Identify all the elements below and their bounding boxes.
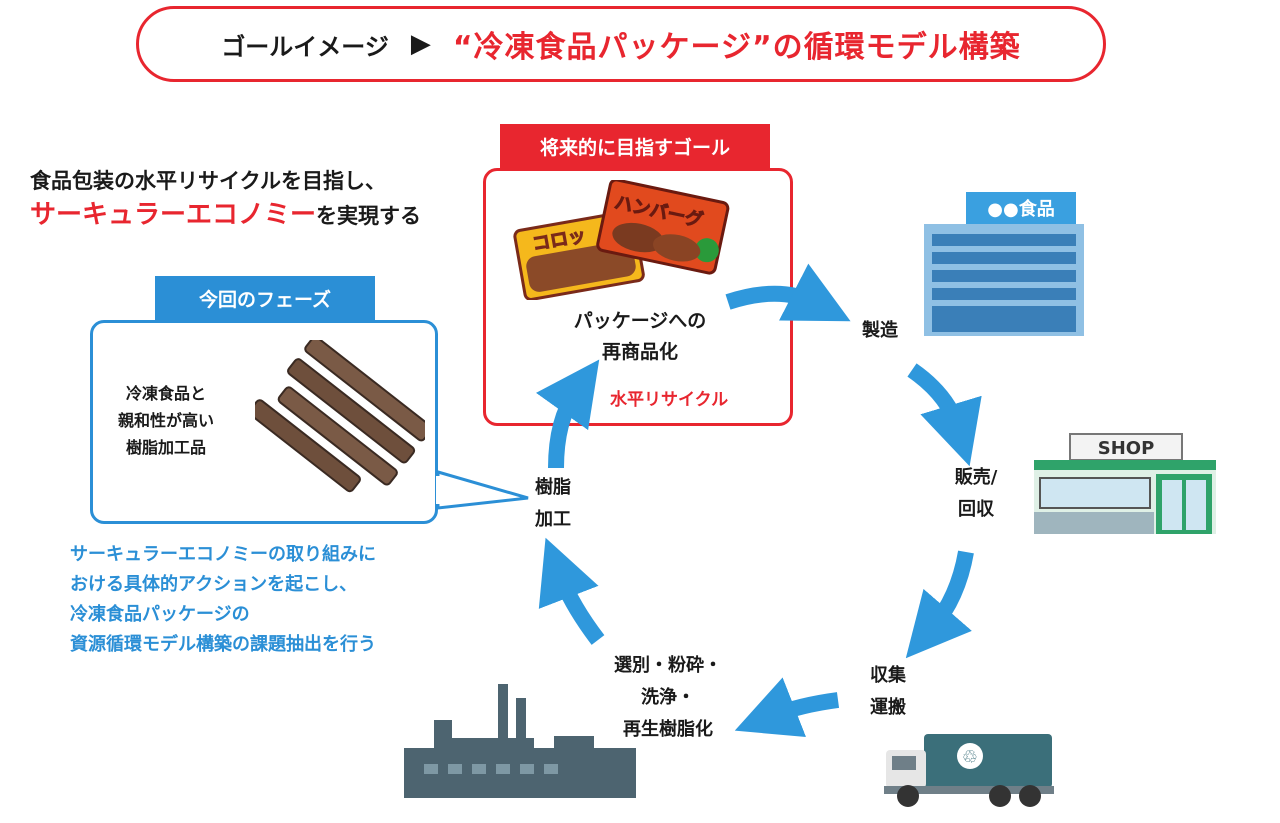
title-prefix: ゴールイメージ — [221, 32, 389, 61]
recycle-icon: ♲ — [962, 747, 978, 768]
title-banner: ゴールイメージ ▶ “冷凍食品パッケージ”の循環モデル構築 — [136, 6, 1106, 82]
step-line: 回収 — [958, 499, 994, 520]
step-manufacture: 製造 — [840, 315, 920, 347]
step-line: 再生樹脂化 — [623, 719, 713, 740]
step-sort-recycle: 選別・粉砕・ 洗浄・ 再生樹脂化 — [588, 650, 748, 746]
goal-line: 再商品化 — [601, 341, 678, 363]
headline: 食品包装の水平リサイクルを目指し、 サーキュラーエコノミーを実現する — [30, 164, 421, 233]
step-line: 販売/ — [954, 467, 998, 488]
goal-subtitle: 水平リサイクル — [610, 390, 729, 410]
step-collect-transport: 収集 運搬 — [848, 660, 928, 724]
step-line: 製造 — [862, 320, 898, 341]
step-line: 加工 — [535, 509, 571, 530]
building-sign: ●●食品 — [987, 198, 1054, 220]
callout-pointer — [436, 470, 529, 510]
step-line: 選別・粉砕・ — [614, 655, 722, 676]
phase-line: 冷凍食品と — [126, 384, 207, 403]
step-line: 運搬 — [870, 697, 906, 718]
recycling-factory-icon — [404, 684, 636, 798]
description-line: サーキュラーエコノミーの取り組みに — [70, 544, 376, 565]
page-title: “冷凍食品パッケージ”の循環モデル構築 — [452, 30, 1021, 65]
description-line: 資源循環モデル構築の課題抽出を行う — [70, 634, 376, 655]
arrow-to-resin — [538, 537, 605, 645]
headline-line2: サーキュラーエコノミーを実現する — [30, 198, 421, 233]
food-company-building-icon: ●●食品 — [924, 192, 1084, 336]
step-line: 洗浄・ — [641, 687, 695, 708]
headline-line1: 食品包装の水平リサイクルを目指し、 — [30, 169, 386, 193]
step-resin-processing: 樹脂 加工 — [518, 472, 588, 536]
food-package-icon: コロッ ハンバーグ — [513, 180, 730, 300]
current-phase-tab: 今回のフェーズ — [155, 276, 375, 320]
future-goal-tab: 将来的に目指すゴール — [500, 124, 770, 168]
description-line: おける具体的アクションを起こし、 — [70, 574, 358, 595]
description-line: 冷凍食品パッケージの — [70, 604, 250, 625]
phase-line: 樹脂加工品 — [126, 438, 207, 457]
current-phase-text: 冷凍食品と 親和性が高い 樹脂加工品 — [118, 380, 214, 461]
play-arrow-icon: ▶ — [410, 29, 431, 59]
recycling-truck-icon: ♲ — [884, 734, 1054, 807]
arrow-to-collect — [905, 550, 974, 659]
resin-sticks-icon — [255, 340, 425, 493]
goal-line: パッケージへの — [573, 310, 707, 332]
arrow-to-sale — [907, 363, 982, 467]
phase-line: 親和性が高い — [118, 411, 215, 430]
arrow-to-goal — [536, 359, 600, 469]
headline-suffix: を実現する — [316, 204, 422, 228]
description: サーキュラーエコノミーの取り組みに おける具体的アクションを起こし、 冷凍食品パ… — [70, 540, 376, 660]
step-line: 樹脂 — [535, 477, 571, 498]
arrow-to-sort — [734, 677, 840, 738]
step-line: 収集 — [870, 665, 906, 686]
shop-icon: SHOP — [1034, 433, 1216, 534]
goal-text: パッケージへの 再商品化 — [540, 306, 740, 368]
arrow-to-manufacture — [725, 263, 851, 322]
shop-sign: SHOP — [1098, 438, 1155, 459]
headline-highlight: サーキュラーエコノミー — [30, 200, 317, 230]
step-sale-collection: 販売/ 回収 — [936, 462, 1016, 526]
